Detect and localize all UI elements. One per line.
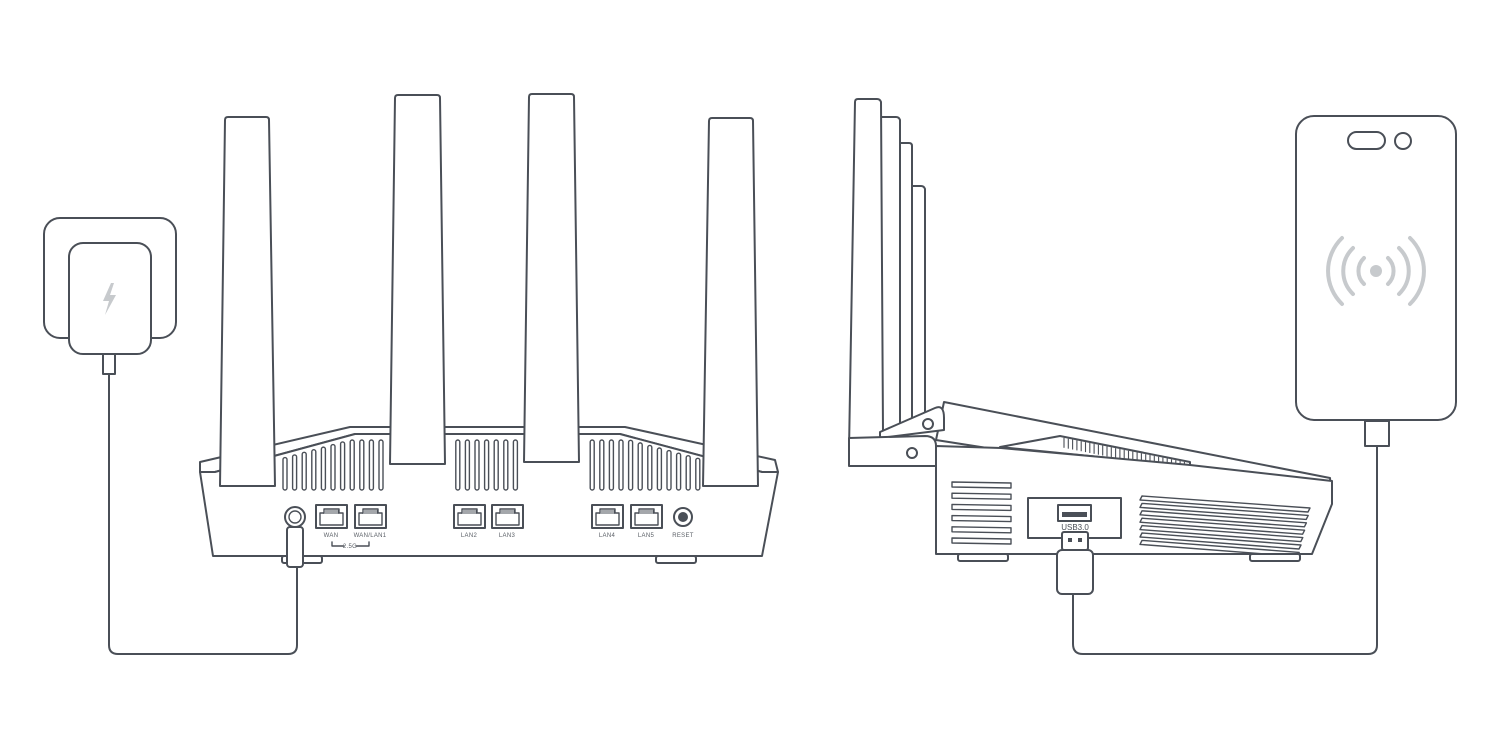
vent-slot [349,439,355,491]
side-vent-slot [951,514,1012,523]
vent-slot [627,439,634,491]
side-vent-slot [1139,532,1302,550]
rear-vent-grille [282,439,701,491]
phone-charging-connector [1364,420,1390,447]
vent-slot [618,439,624,491]
vent-slot [637,442,643,491]
rear-foot-right [655,555,697,564]
port-group-bracket [331,541,370,547]
vent-slot [685,455,691,491]
vent-slot [656,447,663,491]
lightning-bolt-icon [103,283,116,315]
hinge-pin-lower [906,447,918,459]
side-foot-right [1249,553,1301,562]
router-side-view: USB3.0 [848,98,1333,595]
side-vent-slot [951,503,1012,512]
antenna-hinge-lower [848,435,937,467]
side-vent-slot [1139,510,1308,528]
vent-slot [675,452,682,491]
vent-slot [695,457,701,491]
lan5-port [630,504,663,529]
vent-slot [666,449,672,491]
lan4-port [591,504,624,529]
port-label-lan2: LAN2 [461,533,478,539]
vent-slot [599,439,605,491]
vent-slot [330,443,336,491]
port-label-wan-lan1: WAN/LAN1 [354,533,387,539]
vent-slot [311,449,317,491]
port-label-lan4: LAN4 [599,533,616,539]
power-cable [108,373,298,655]
dc-plug [286,526,304,568]
side-vent-slot [1139,495,1311,513]
usb-port-label: USB3.0 [1061,523,1089,532]
smartphone [1295,115,1457,447]
side-vent-slot [1139,524,1304,543]
side-vent-slot [951,481,1012,489]
vent-slot [282,456,288,491]
vent-slot [589,439,595,491]
phone-camera-module [1347,131,1386,150]
dc-power-jack [284,506,306,528]
port-label-reset: RESET [672,533,694,539]
antenna-3 [523,93,580,463]
side-vent-slot [1139,517,1306,535]
hinge-pin-upper [922,418,934,430]
wan-port [315,504,348,529]
vent-slot [503,439,509,491]
lan3-port [491,504,524,529]
vent-slot [339,441,346,491]
port-group-label: 2.5G [343,544,357,550]
side-vent-slot [951,526,1012,534]
vent-slot [320,446,327,491]
side-vent-slot [1139,502,1309,521]
adapter-cable-strain-relief [102,353,116,375]
vent-slot [291,454,298,491]
side-antenna-1 [848,98,884,451]
usb-plug-body [1056,549,1094,595]
lan2-port [453,504,486,529]
antenna-hinge-upper [879,406,945,439]
usb-cable [1072,445,1378,655]
wan-lan1-port [354,504,387,529]
phone-camera-lens [1394,132,1412,150]
power-adapter [43,217,177,375]
vent-slot [647,444,653,491]
side-vent-left [951,481,1012,545]
antenna-4 [702,117,759,487]
vent-slot [455,439,461,491]
ethernet-ports [315,504,663,529]
vent-slot [474,439,480,491]
vent-slot [608,439,615,491]
vent-slot [301,451,307,491]
vent-slot [493,439,499,491]
port-label-lan3: LAN3 [499,533,516,539]
vent-slot [483,439,490,491]
antenna-2 [389,94,446,465]
vent-slot [378,439,384,491]
side-foot-left [957,553,1009,562]
usb-plug-tip [1061,531,1089,551]
vent-slot [512,439,519,491]
side-vent-right [1139,495,1311,558]
vent-slot [359,439,365,491]
side-vent-slot [951,492,1012,500]
router-rear-view: WAN WAN/LAN1 2.5G LAN2 LAN3 LAN4 LAN5 RE… [199,93,779,568]
vent-slot [464,439,471,491]
side-vent-slot [951,537,1012,545]
antenna-1 [219,116,276,487]
broadcast-waves-icon [1326,236,1426,306]
port-label-lan5: LAN5 [638,533,655,539]
port-label-wan: WAN [324,533,339,539]
vent-slot [368,439,375,491]
